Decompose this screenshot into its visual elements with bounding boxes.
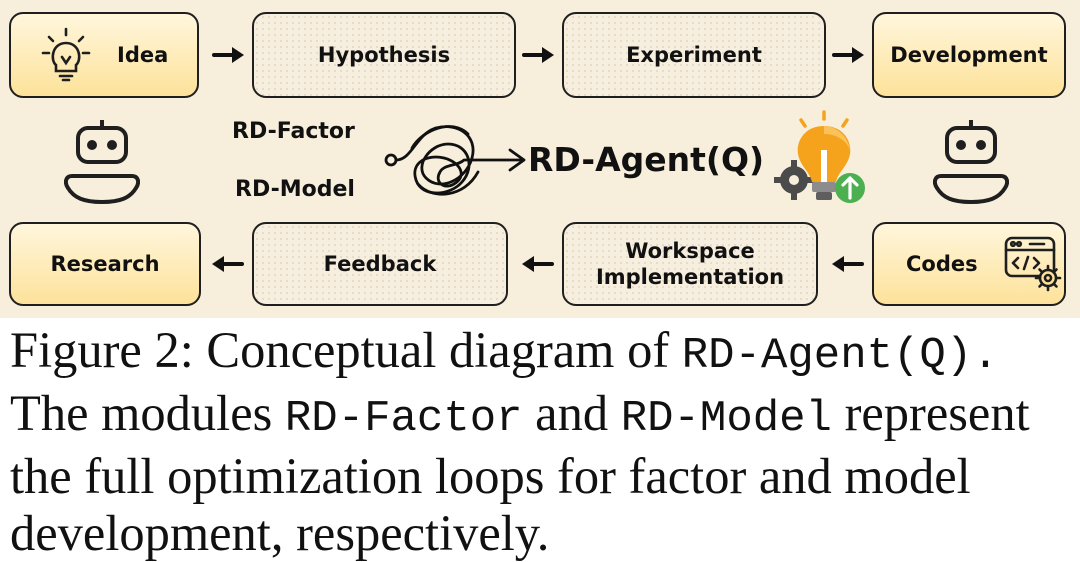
hypothesis-label: Hypothesis	[317, 42, 451, 67]
arrow-idea-to-hypothesis	[212, 47, 244, 63]
research-label: Research	[50, 251, 160, 276]
caption-code-model: RD-Model	[620, 394, 832, 444]
arrow-codes-to-workspace	[832, 256, 864, 272]
caption-label: Figure 2:	[10, 322, 194, 378]
diagram-panel: Idea Hypothesis Experiment Development R…	[0, 0, 1080, 318]
figure-caption: Figure 2: Conceptual diagram of RD-Agent…	[10, 322, 1072, 562]
code-window-gear-icon	[1004, 236, 1061, 292]
caption-line-2: The modules RD-Factor and RD-Model repre…	[10, 385, 1072, 448]
hypothesis-box: Hypothesis	[252, 12, 516, 98]
idea-label: Idea	[117, 42, 169, 67]
research-box: Research	[9, 222, 201, 306]
tangled-loop-icon	[384, 125, 526, 196]
idea-box: Idea	[9, 12, 199, 98]
arrow-hypothesis-to-experiment	[522, 47, 554, 63]
experiment-label: Experiment	[626, 42, 762, 67]
codes-box: Codes	[872, 222, 1066, 306]
arrow-experiment-to-development	[832, 47, 864, 63]
arrow-feedback-to-research	[212, 256, 244, 272]
arrow-workspace-to-feedback	[522, 256, 554, 272]
lightbulb-icon	[41, 27, 91, 82]
caption-code-agent: RD-Agent(Q).	[681, 331, 999, 381]
development-label: Development	[890, 42, 1048, 67]
workspace-label-line2: Implementation	[595, 265, 785, 289]
feedback-label: Feedback	[323, 251, 437, 276]
caption-text-2: The modules	[10, 385, 273, 441]
caption-line-4: development, respectively.	[10, 505, 550, 561]
rd-factor-label: RD-Factor	[232, 119, 355, 144]
bulb-gear-icon	[774, 110, 865, 203]
experiment-box: Experiment	[562, 12, 826, 98]
agent-title: RD-Agent(Q)	[528, 140, 765, 179]
caption-code-factor: RD-Factor	[284, 394, 523, 444]
codes-label: Codes	[906, 251, 978, 276]
caption-text-3: and	[535, 385, 609, 441]
caption-text-4: represent	[844, 385, 1030, 441]
robot-icon	[64, 120, 140, 204]
robot-icon-right	[933, 120, 1009, 204]
caption-line-1: Figure 2: Conceptual diagram of RD-Agent…	[10, 322, 1072, 385]
caption-text-1: Conceptual diagram of	[206, 322, 670, 378]
feedback-box: Feedback	[252, 222, 508, 306]
workspace-label-line1: Workspace	[625, 238, 755, 263]
caption-line-3: the full optimization loops for factor a…	[10, 448, 971, 504]
development-box: Development	[872, 12, 1066, 98]
rd-model-label: RD-Model	[235, 177, 355, 202]
workspace-box: Workspace Implementation	[562, 222, 818, 306]
